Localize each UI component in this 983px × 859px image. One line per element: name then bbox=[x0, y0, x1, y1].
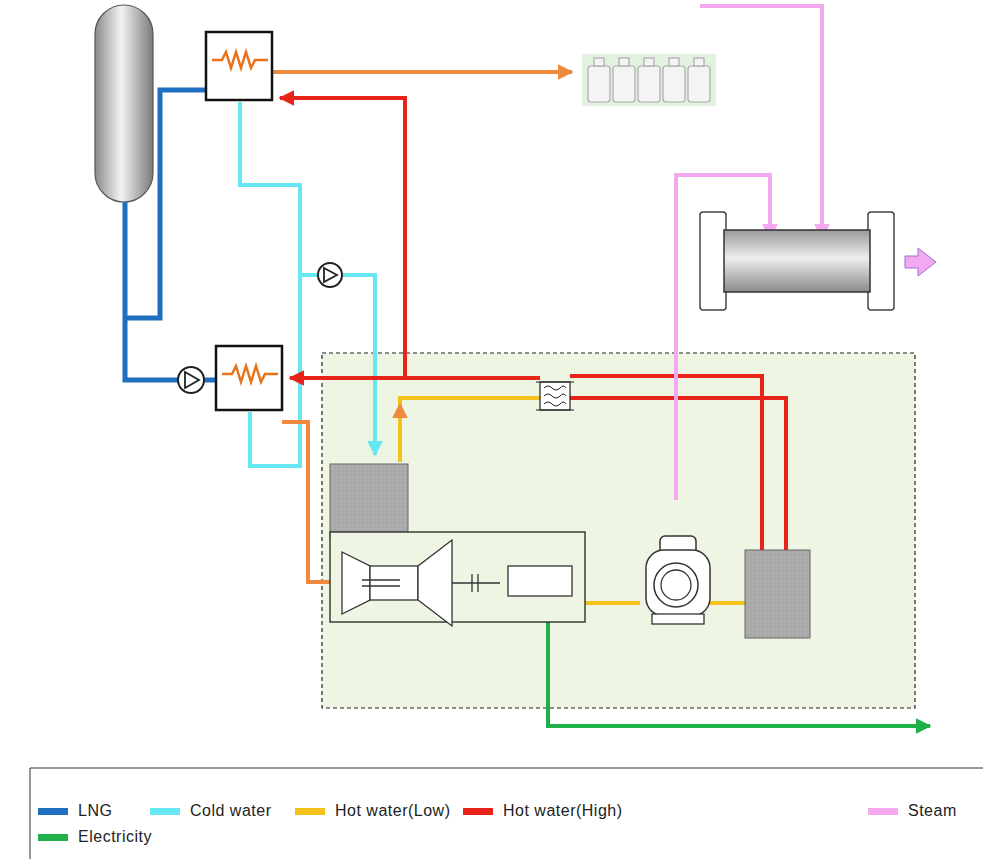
legend-swatch bbox=[38, 808, 68, 815]
legend-item: Electricity bbox=[38, 828, 152, 846]
legend-label: LNG bbox=[78, 802, 112, 820]
legend-label: Hot water(Low) bbox=[335, 802, 450, 820]
legend-swatch bbox=[38, 834, 68, 841]
legend-item: Steam bbox=[868, 802, 957, 820]
legend-label: Steam bbox=[908, 802, 957, 820]
legend-label: Cold water bbox=[190, 802, 271, 820]
legend-label: Electricity bbox=[78, 828, 152, 846]
legend-swatch bbox=[295, 808, 325, 815]
legend-swatch bbox=[150, 808, 180, 815]
legend-item: Hot water(Low) bbox=[295, 802, 450, 820]
legend-swatch bbox=[868, 808, 898, 815]
legend-item: LNG bbox=[38, 802, 112, 820]
legend-item: Hot water(High) bbox=[463, 802, 623, 820]
legend-swatch bbox=[463, 808, 493, 815]
legend-item: Cold water bbox=[150, 802, 271, 820]
legend-label: Hot water(High) bbox=[503, 802, 623, 820]
